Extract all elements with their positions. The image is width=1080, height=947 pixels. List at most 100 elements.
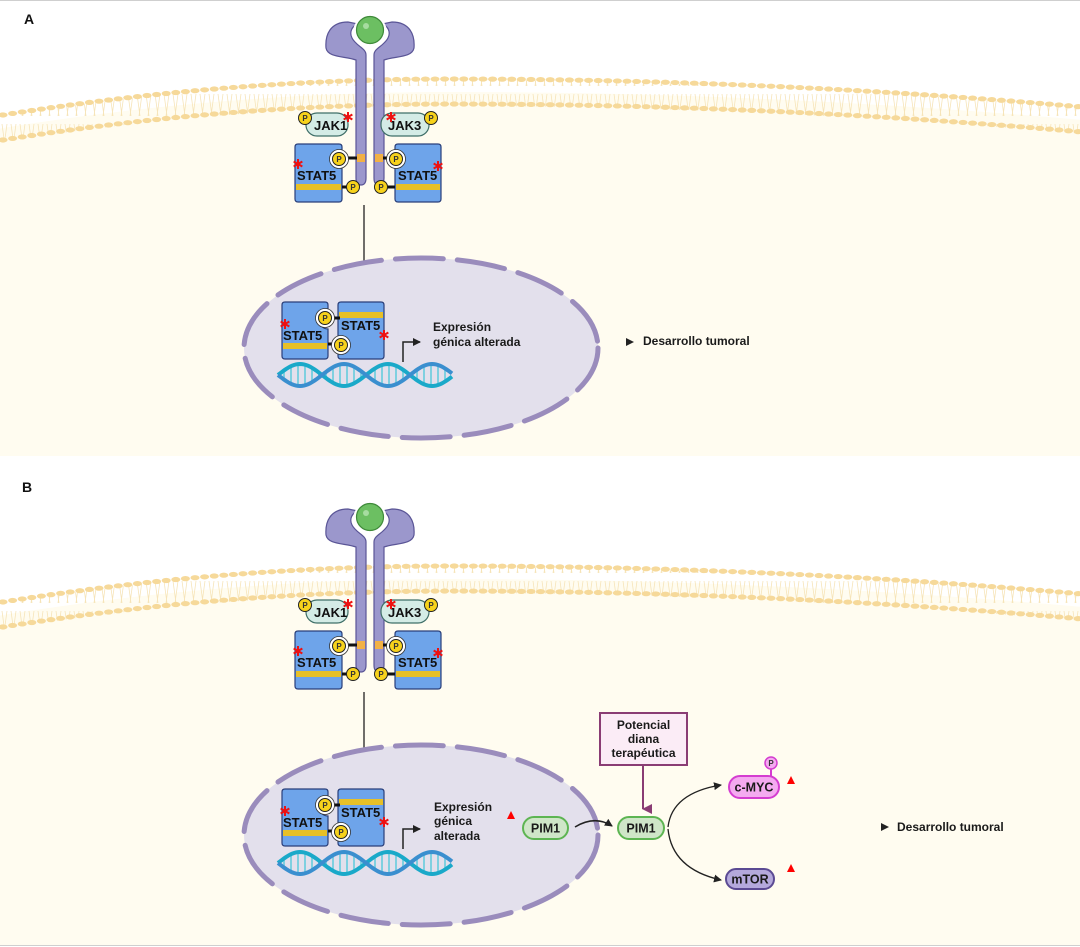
phosphate-icon xyxy=(374,667,388,681)
stat5-band xyxy=(396,184,440,190)
phosphate-icon xyxy=(389,152,403,166)
phosphate-icon xyxy=(346,180,360,194)
phosphate-label: P xyxy=(378,670,384,679)
phosphate-icon xyxy=(298,111,312,125)
nuclear-export-arrow xyxy=(574,818,613,828)
therapeutic-target-label: Potencial xyxy=(617,718,670,732)
receptor-phospho-site xyxy=(357,154,365,162)
stat5-label: STAT5 xyxy=(341,318,380,333)
pim1-to-cmyc-arrow xyxy=(667,782,722,828)
activation-asterisk-icon xyxy=(386,112,396,122)
phosphate-icon xyxy=(332,152,346,166)
activation-asterisk-icon xyxy=(293,159,303,169)
outcome-label: Desarrollo tumoral xyxy=(643,334,750,348)
receptor-left-chain xyxy=(325,508,367,673)
cmyc-label: c-MYC xyxy=(735,781,774,795)
phosphate-label: P xyxy=(350,183,356,192)
phosphate-label: P xyxy=(338,828,344,837)
phosphate-icon xyxy=(298,598,312,612)
membrane-lipid-tails xyxy=(0,567,1080,630)
transcription-start-arrow xyxy=(402,338,421,362)
stat5-band xyxy=(296,671,341,677)
phosphate-icon xyxy=(424,111,438,125)
nucleus xyxy=(244,745,598,925)
activation-asterisk-icon xyxy=(343,599,353,609)
cell-membrane xyxy=(0,563,1080,630)
panel-letter-a: A xyxy=(24,11,34,27)
stat5-band xyxy=(396,671,440,677)
receptor-phospho-site xyxy=(375,154,383,162)
phosphate-icon xyxy=(374,180,388,194)
jak3-label: JAK3 xyxy=(388,118,421,133)
pim1-to-mtor-arrow xyxy=(667,828,722,883)
cell-membrane xyxy=(0,76,1080,143)
activation-asterisk-icon xyxy=(433,648,443,658)
stat5-label: STAT5 xyxy=(341,805,380,820)
stat5-band xyxy=(339,799,383,805)
mtor-label: mTOR xyxy=(731,873,768,887)
phosphate-icon xyxy=(334,338,348,352)
mtor xyxy=(725,868,775,890)
phosphate-label: P xyxy=(336,155,342,164)
activation-asterisk-icon xyxy=(379,330,389,340)
phosphate-label: P xyxy=(336,642,342,651)
phosphate-label: P xyxy=(393,155,399,164)
activation-asterisk-icon xyxy=(379,817,389,827)
stat5-band xyxy=(283,830,327,836)
stat5-band xyxy=(283,343,327,349)
stat5-label: STAT5 xyxy=(398,655,437,670)
activation-asterisk-icon xyxy=(343,112,353,122)
panel-letter-b: B xyxy=(22,479,32,495)
receptor-phospho-site xyxy=(357,641,365,649)
phosphate-label: P xyxy=(378,183,384,192)
jak3-label: JAK3 xyxy=(388,605,421,620)
stat5-band xyxy=(296,184,341,190)
phosphate-icon xyxy=(318,311,332,325)
stat5-band xyxy=(339,312,383,318)
jak1-label: JAK1 xyxy=(314,605,347,620)
transcription-start-arrow xyxy=(402,825,421,849)
therapeutic-target-box xyxy=(599,712,688,766)
pim1-nuclear xyxy=(522,816,569,840)
cmyc-phosphate-label: P xyxy=(768,759,774,768)
ligand-icon xyxy=(355,15,385,45)
pim1-cytoplasm-label: PIM1 xyxy=(626,822,655,836)
phosphate-label: P xyxy=(350,670,356,679)
cmyc-phosphate-icon xyxy=(764,756,778,770)
ligand-icon xyxy=(355,502,385,532)
therapeutic-target-label: terapéutica xyxy=(611,746,675,760)
activation-asterisk-icon xyxy=(280,806,290,816)
phosphate-label: P xyxy=(428,114,434,123)
dna-helix-icon xyxy=(276,849,454,877)
activation-asterisk-icon xyxy=(433,161,443,171)
stat5-label: STAT5 xyxy=(297,655,336,670)
activation-asterisk-icon xyxy=(386,599,396,609)
phosphate-label: P xyxy=(302,601,308,610)
phosphate-icon xyxy=(389,639,403,653)
phosphate-label: P xyxy=(393,642,399,651)
outcome-label: Desarrollo tumoral xyxy=(897,820,1004,834)
expression-label-line3: alterada xyxy=(434,829,480,843)
jak1-label: JAK1 xyxy=(314,118,347,133)
stat5-label: STAT5 xyxy=(398,168,437,183)
dna-helix-icon xyxy=(276,361,454,389)
phosphate-label: P xyxy=(338,341,344,350)
cmyc xyxy=(728,775,780,799)
pim1-cytoplasm xyxy=(617,816,665,840)
phosphate-label: P xyxy=(302,114,308,123)
activation-asterisk-icon xyxy=(293,646,303,656)
expression-label-line2: génica alterada xyxy=(433,335,521,349)
phosphate-icon xyxy=(424,598,438,612)
phosphate-icon xyxy=(346,667,360,681)
stat5-label: STAT5 xyxy=(297,168,336,183)
nucleus xyxy=(244,258,598,438)
expression-label-line1: Expresión xyxy=(434,800,492,814)
phosphate-icon xyxy=(332,639,346,653)
membrane-lipid-tails xyxy=(0,80,1080,143)
activation-asterisk-icon xyxy=(280,319,290,329)
expression-label-line1: Expresión xyxy=(433,320,491,334)
phosphate-label: P xyxy=(322,801,328,810)
nuclear-envelope xyxy=(241,742,601,928)
nuclear-envelope xyxy=(241,255,601,441)
